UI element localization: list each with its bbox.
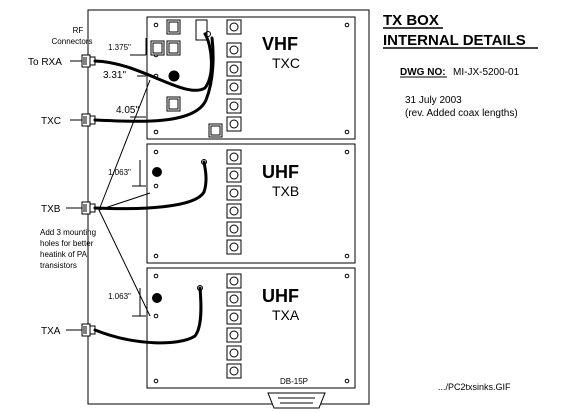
drawing-date: 31 July 2003 (405, 95, 462, 106)
title-line1: TX BOX (383, 12, 439, 29)
pa-transistor-txc (168, 70, 180, 82)
note-leader-lines (98, 79, 151, 317)
dimension-lines (130, 38, 147, 317)
rf-connector-to-rxa (81, 54, 96, 68)
terminal-strip-txa (226, 273, 242, 379)
module-id-txc: TXC (272, 55, 300, 71)
note-line1: Add 3 mounting (40, 228, 96, 237)
note-line3: heatink of PA (40, 250, 88, 259)
title-line2: INTERNAL DETAILS (383, 32, 526, 49)
pa-transistor-txa (152, 293, 162, 303)
terminal-strip-txc (226, 19, 242, 132)
rf-connector-txc (81, 113, 96, 127)
note-line2: holes for better (40, 239, 94, 248)
coax-txb (93, 160, 208, 211)
coax-txa (93, 286, 203, 345)
module-id-txa: TXA (272, 307, 300, 323)
module-band-uhf-a: UHF (262, 286, 299, 306)
label-to-rxa: To RXA (28, 57, 62, 68)
dwg-number: MI-JX-5200-01 (453, 67, 520, 78)
rf-connectors-label-1: RF (73, 26, 84, 35)
pa-transistor-txb (152, 167, 162, 177)
coax-txc (93, 36, 215, 123)
dim-331: 3.31" (103, 70, 126, 81)
dim-1063-a: 1.063" (108, 292, 131, 301)
rf-connector-txb (81, 201, 96, 215)
rf-connector-txa (81, 323, 96, 337)
module-band-vhf: VHF (262, 34, 298, 54)
label-txa: TXA (41, 326, 61, 337)
label-txc: TXC (41, 116, 61, 127)
txc-components (150, 19, 223, 138)
module-band-uhf-b: UHF (262, 162, 299, 182)
dwg-label: DWG NO: (400, 67, 446, 78)
module-board-txc (146, 16, 356, 140)
drawing-revision: (rev. Added coax lengths) (405, 108, 518, 119)
coax-end-txc (205, 31, 211, 37)
mounting-holes (153, 22, 350, 384)
coax-end-txb (201, 159, 207, 165)
label-db15: DB-15P (280, 377, 308, 386)
label-txb: TXB (41, 204, 61, 215)
dim-1063-b: 1.063" (108, 168, 131, 177)
coax-rxa (93, 32, 213, 92)
drawing-filename: .../PC2txsinks.GIF (438, 382, 511, 392)
note-line4: transistors (40, 261, 77, 270)
module-board-txa (146, 267, 356, 389)
rf-connectors-label-2: Connectors (52, 37, 93, 46)
coax-end-txa (197, 285, 203, 291)
db15-connector (267, 392, 326, 409)
dim-405: 4.05" (116, 105, 139, 116)
dim-1375: 1.375" (108, 43, 131, 52)
module-id-txb: TXB (272, 183, 299, 199)
terminal-strip-txb (226, 149, 242, 255)
